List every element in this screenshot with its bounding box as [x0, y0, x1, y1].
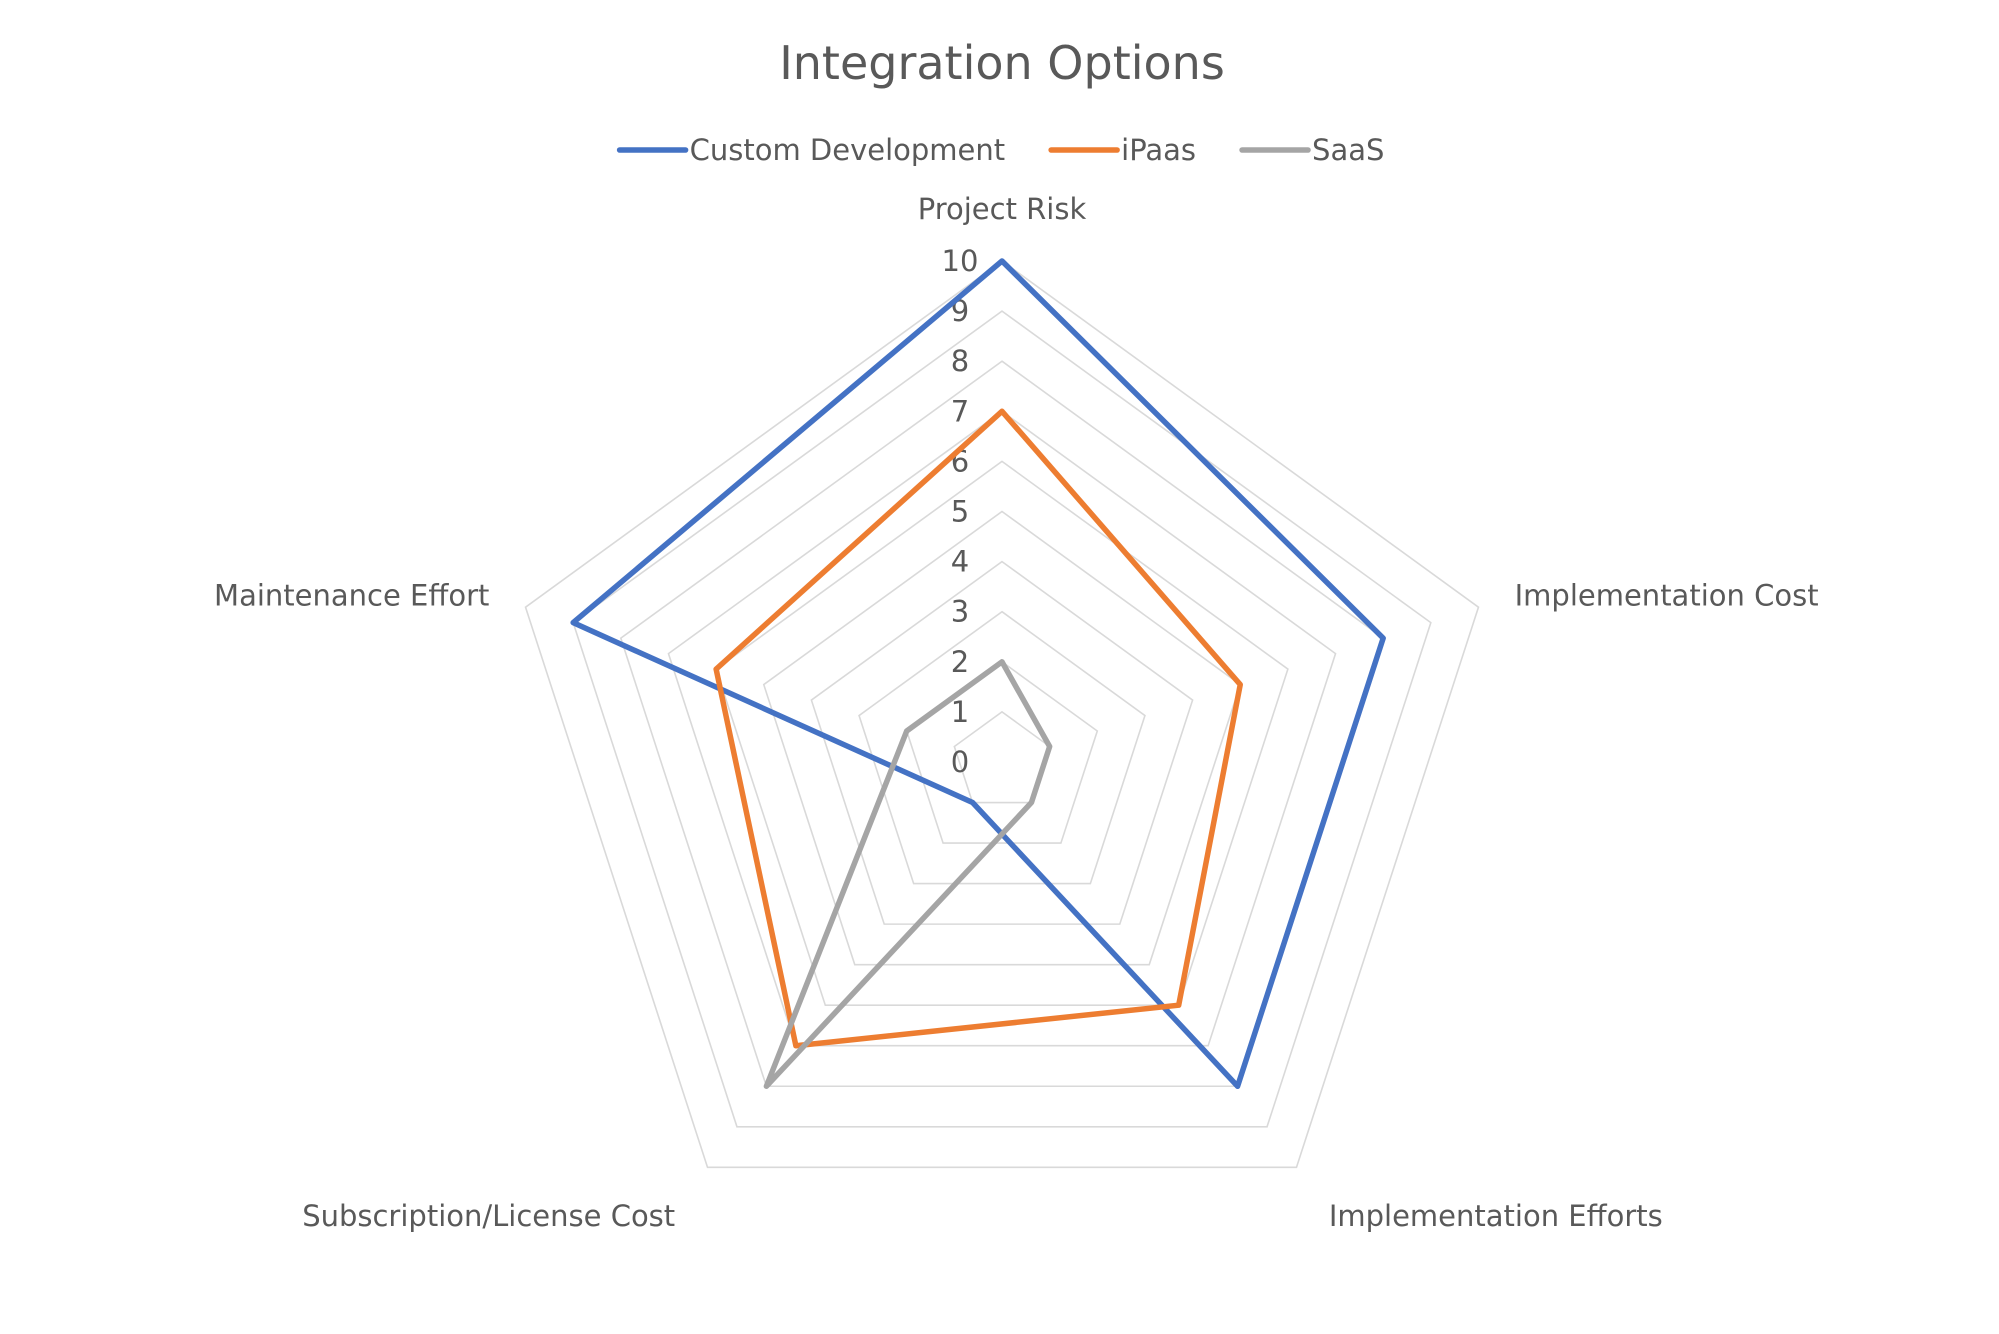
grid-ring-10	[524, 260, 1480, 1169]
grid-ring-4	[810, 560, 1194, 925]
tick-label: 2	[951, 645, 969, 679]
series-group	[570, 258, 1386, 1090]
category-label: Implementation Efforts	[1329, 1199, 1663, 1233]
series-line-1	[713, 408, 1243, 1049]
tick-label: 3	[951, 595, 969, 629]
tick-label: 5	[951, 495, 969, 529]
grid-ring-6	[715, 460, 1289, 1006]
grid-ring-2	[905, 660, 1099, 844]
radar-grid	[524, 260, 1480, 1169]
series-line-2	[763, 659, 1053, 1090]
legend: Custom Development iPaas SaaS	[616, 133, 1384, 167]
tick-label: 1	[951, 695, 969, 729]
category-label: Subscription/License Cost	[302, 1199, 675, 1233]
series-line-0	[570, 258, 1386, 1090]
tick-label: 7	[951, 394, 969, 428]
grid-ring-3	[858, 610, 1146, 885]
tick-label: 0	[951, 745, 969, 779]
category-label: Maintenance Effort	[214, 578, 489, 612]
legend-label: iPaas	[1121, 133, 1196, 167]
legend-label: Custom Development	[690, 133, 1006, 167]
legend-label: SaaS	[1312, 133, 1384, 167]
grid-ring-1	[953, 710, 1051, 804]
tick-label: 10	[942, 244, 979, 278]
grid-ring-7	[667, 410, 1337, 1047]
category-label: Project Risk	[918, 192, 1087, 226]
grid-ring-5	[762, 510, 1242, 966]
chart-title: Integration Options	[779, 36, 1225, 90]
grid-ring-8	[619, 360, 1385, 1088]
tick-label: 4	[951, 545, 969, 579]
grid-ring-9	[572, 310, 1432, 1128]
tick-label: 8	[951, 344, 969, 378]
category-label: Implementation Cost	[1515, 578, 1819, 612]
